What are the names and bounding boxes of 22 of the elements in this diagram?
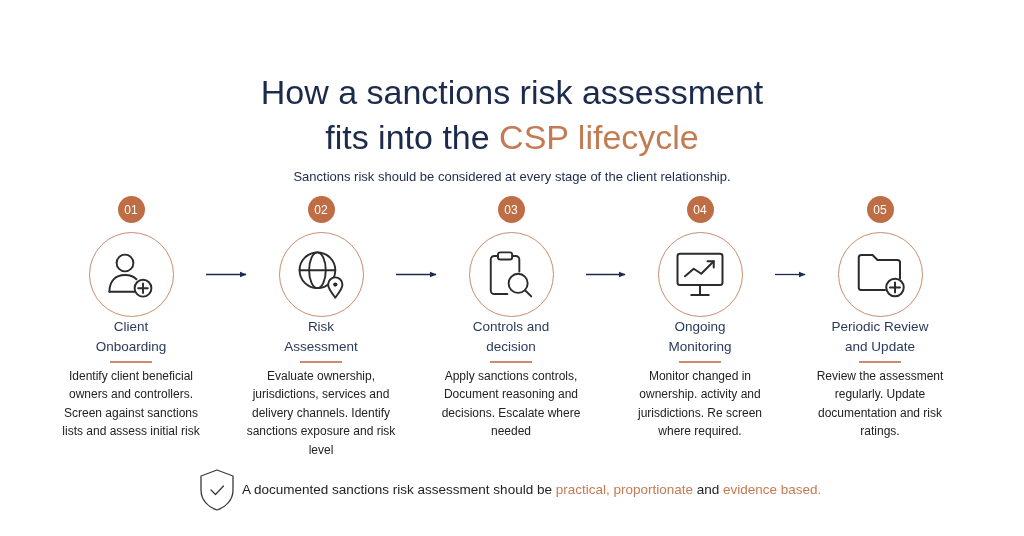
step-description: Monitor changed in ownership. activity and jurisdictions. Re screen where required.	[636, 367, 764, 440]
arrow	[205, 271, 247, 278]
step-number-badge: 04	[686, 196, 714, 223]
step-description: Apply sanctions controls, Document reasoning and decisions. Escalate where needed	[440, 367, 582, 440]
step-title: Risk Assessment	[283, 318, 359, 356]
step-title: Client Onboarding	[94, 318, 168, 356]
step-number-badge: 05	[866, 196, 894, 223]
step-number-badge: 02	[307, 196, 335, 223]
step-description: Evaluate ownership, jurisdictions, services and delivery channels. Identify sanctions exposure and risk level	[246, 367, 396, 459]
note-text: A documented sanctions risk assessment should be practical, proportionate and evidence based.	[242, 481, 822, 499]
step-title: Periodic Review and Update	[830, 318, 930, 356]
step-number-badge: 03	[497, 196, 525, 223]
step-title: Ongoing Monitoring	[667, 318, 733, 356]
arrow	[774, 271, 806, 278]
arrow	[585, 271, 626, 278]
step-number-badge: 01	[117, 196, 145, 223]
step-description: Identify client beneficial owners and controllers. Screen against sanctions lists and assess initial risk	[61, 367, 201, 440]
arrow	[395, 271, 437, 278]
step-title: Controls and decision	[471, 318, 551, 356]
title: How a sanctions risk assessment fits into the CSP lifecycle	[259, 72, 765, 158]
step-description: Review the assessment regularly. Update documentation and risk ratings.	[815, 367, 945, 440]
subtitle: Sanctions risk should be considered at every stage of the client relationship.	[292, 168, 732, 186]
